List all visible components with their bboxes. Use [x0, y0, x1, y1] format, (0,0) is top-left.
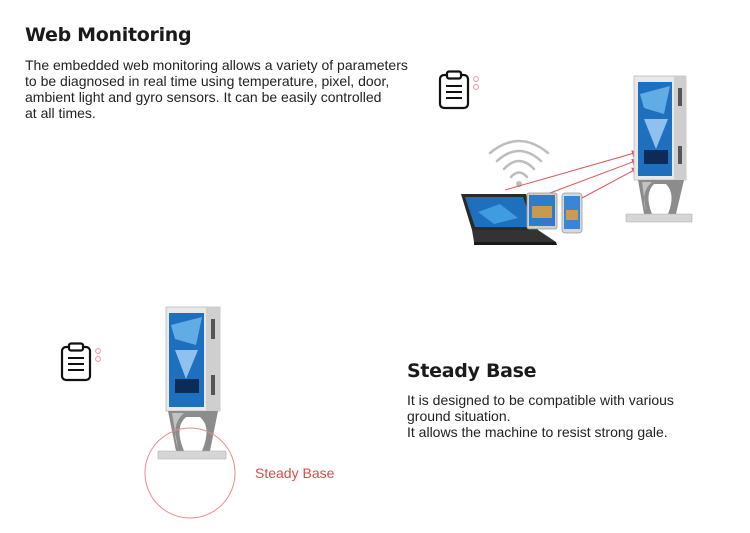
tablet-image: [526, 192, 558, 230]
laptop-image: [461, 194, 557, 245]
signal-arrows: [504, 150, 639, 199]
clipboard-icon-base: [60, 342, 101, 382]
clipboard-icon: [438, 70, 479, 110]
kiosk-image-base: [144, 306, 236, 519]
phone-image: [561, 192, 583, 234]
steady-base-callout: Steady Base: [255, 465, 335, 481]
steady-base-description: It is designed to be compatible with var…: [407, 392, 674, 440]
steady-base-title: Steady Base: [407, 360, 537, 382]
web-monitoring-description: The embedded web monitoring allows a var…: [25, 57, 408, 121]
web-monitoring-title: Web Monitoring: [25, 24, 192, 46]
kiosk-image-top: [625, 75, 693, 223]
